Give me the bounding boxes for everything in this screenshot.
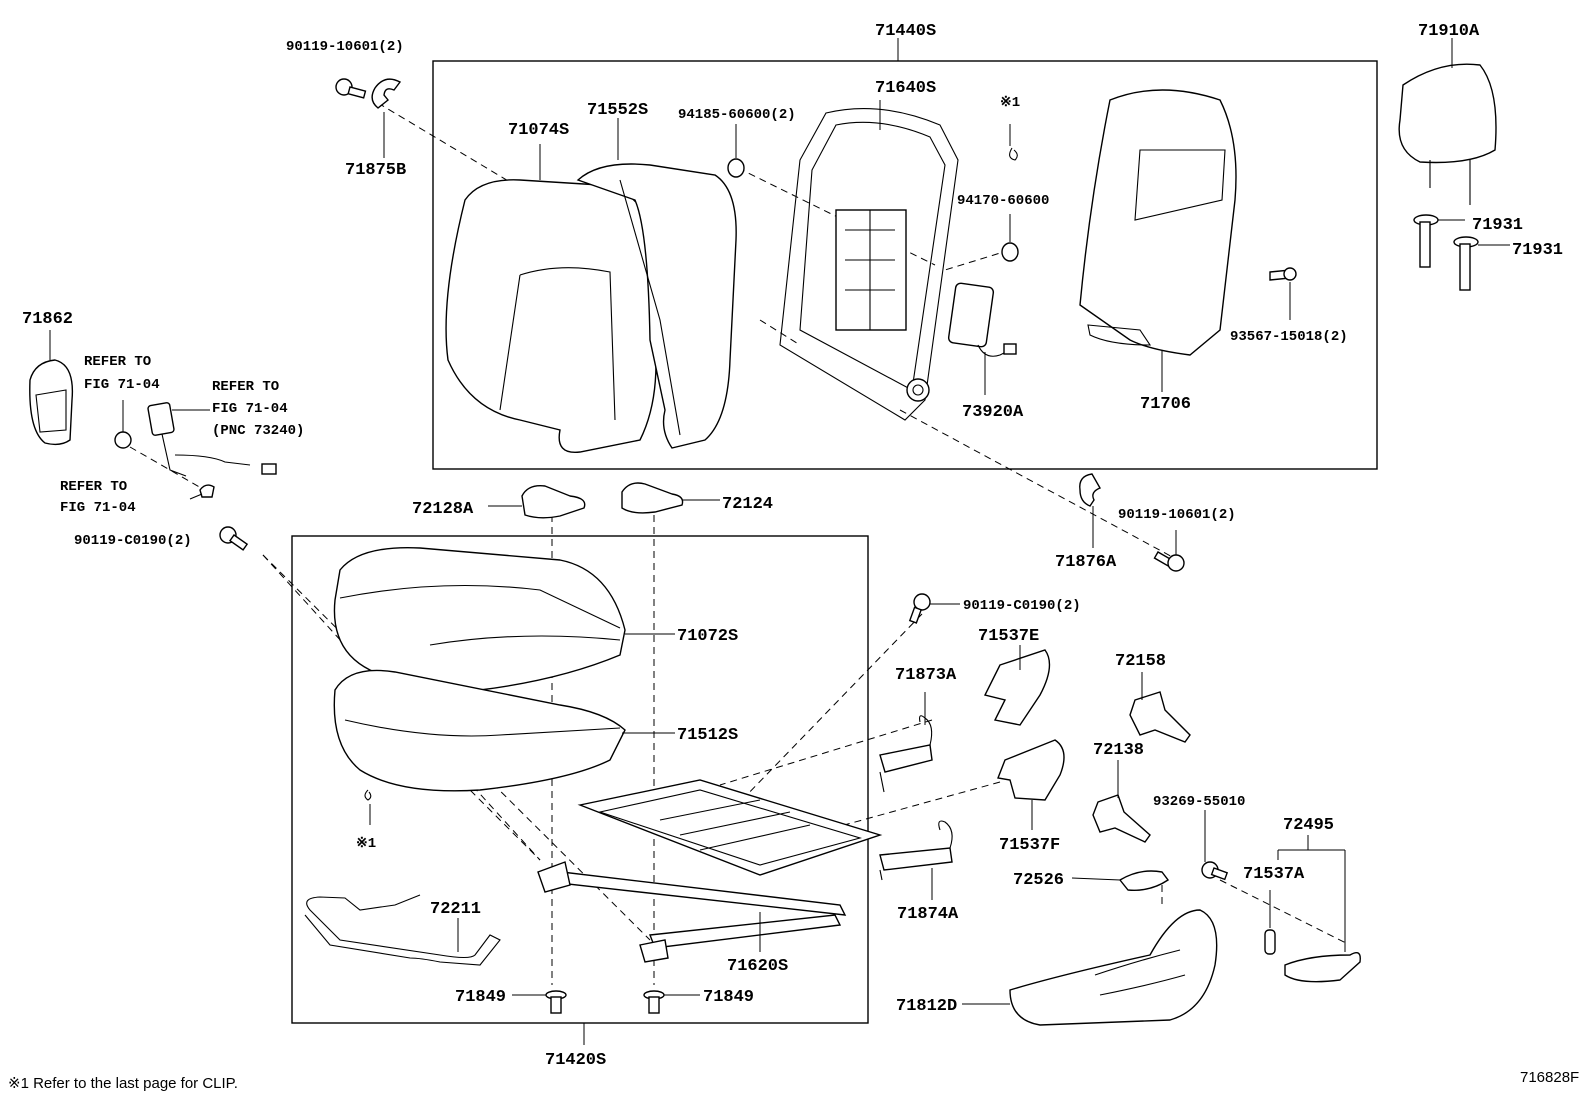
label-refer1-line2: FIG 71-04 (84, 377, 160, 393)
label-71931-b: 71931 (1512, 241, 1563, 260)
seat-cushion-pad-71512S[interactable] (333, 669, 626, 792)
label-90119-C0190-mid: 90119-C0190(2) (963, 598, 1081, 614)
bolt-71849-a[interactable] (545, 990, 567, 1014)
lever-72138[interactable] (1092, 794, 1151, 843)
label-71537A: 71537A (1243, 865, 1305, 884)
label-71537E: 71537E (978, 627, 1039, 646)
label-93269-55010: 93269-55010 (1153, 794, 1245, 810)
bolt-90119-C0190-left[interactable] (219, 526, 249, 551)
cushion-shield-71812D[interactable] (1009, 909, 1218, 1026)
label-71420S: 71420S (545, 1051, 606, 1070)
seatback-frame-71640S[interactable] (779, 108, 959, 421)
cover-72526[interactable] (1118, 870, 1170, 891)
label-71537F: 71537F (999, 836, 1060, 855)
shield-71537E[interactable] (983, 649, 1051, 726)
clip-icon-bottom (364, 789, 372, 801)
label-refer2-line1: REFER TO (212, 379, 279, 395)
label-71620S: 71620S (727, 957, 788, 976)
bracket-71873A[interactable] (879, 715, 933, 793)
figure-code: 716828F (1520, 1069, 1579, 1086)
label-clip-top: ※1 (1000, 95, 1020, 111)
shield-71537F[interactable] (997, 739, 1065, 801)
knob-72495[interactable] (1284, 952, 1361, 983)
cushion-group-frame (291, 535, 869, 1024)
module-73920A[interactable] (947, 282, 1017, 357)
label-71074S: 71074S (508, 121, 569, 140)
label-72211: 72211 (430, 900, 481, 919)
cover-71862[interactable] (29, 359, 74, 446)
label-71512S: 71512S (677, 726, 738, 745)
screw-93567-15018[interactable] (1269, 267, 1297, 281)
label-71876A: 71876A (1055, 553, 1117, 572)
label-refer2-line2: FIG 71-04 (212, 401, 288, 417)
label-71706: 71706 (1140, 395, 1191, 414)
bolt-90119-10601-top[interactable] (335, 78, 367, 99)
label-71849-a: 71849 (455, 988, 506, 1007)
headrest-support-71931-a[interactable] (1413, 214, 1439, 268)
clip-94185-60600[interactable] (727, 158, 745, 178)
label-72495: 72495 (1283, 816, 1334, 835)
label-94170-60600: 94170-60600 (957, 193, 1049, 209)
cover-71876A[interactable] (1079, 473, 1102, 507)
buckle-nut (114, 431, 132, 449)
label-71873A: 71873A (895, 666, 957, 685)
label-71931-a: 71931 (1472, 216, 1523, 235)
label-clip-bottom: ※1 (356, 836, 376, 852)
clip-icon-top (1009, 147, 1018, 161)
label-72526: 72526 (1013, 871, 1064, 890)
cover-72124[interactable] (621, 482, 684, 514)
label-90119-C0190-left: 90119-C0190(2) (74, 533, 192, 549)
wire-72211[interactable] (304, 894, 501, 966)
label-90119-10601-top: 90119-10601(2) (286, 39, 404, 55)
seatback-cover-71552S[interactable] (576, 163, 737, 449)
label-refer1-line1: REFER TO (84, 354, 151, 370)
label-71552S: 71552S (587, 101, 648, 120)
label-71875B: 71875B (345, 161, 406, 180)
label-71910A: 71910A (1418, 22, 1480, 41)
seatback-board-71706[interactable] (1079, 89, 1237, 356)
lever-72158[interactable] (1129, 691, 1191, 743)
headrest-support-71931-b[interactable] (1453, 236, 1479, 291)
label-72124: 72124 (722, 495, 773, 514)
footnote-clip: ※1 Refer to the last page for CLIP. (8, 1075, 238, 1092)
seat-cushion-cover-71072S[interactable] (333, 546, 626, 691)
bracket-71874A[interactable] (879, 820, 953, 881)
seatbelt-buckle (147, 402, 277, 477)
buckle-bracket (199, 484, 215, 498)
nut-94170-60600[interactable] (1001, 242, 1019, 262)
screw-93269-55010[interactable] (1201, 861, 1229, 881)
label-72128A: 72128A (412, 500, 474, 519)
cover-72128A[interactable] (521, 485, 586, 519)
part-labels: 90119-10601(2) 71875B 71440S 71640S 7155… (22, 22, 1563, 1070)
label-71812D: 71812D (896, 997, 957, 1016)
label-refer2-line3: (PNC 73240) (212, 423, 304, 439)
label-71440S: 71440S (875, 22, 936, 41)
leader-lines (49, 38, 1510, 1045)
headrest-71910A[interactable] (1398, 63, 1497, 205)
seatback-group-frame (432, 60, 1378, 470)
label-71640S: 71640S (875, 79, 936, 98)
clip-71537A[interactable] (1264, 929, 1276, 955)
bolt-90119-10601-right[interactable] (1153, 551, 1185, 572)
label-71862: 71862 (22, 310, 73, 329)
seat-adjuster-71620S[interactable] (537, 779, 883, 963)
label-refer3-line2: FIG 71-04 (60, 500, 136, 516)
label-72138: 72138 (1093, 741, 1144, 760)
label-93567-15018: 93567-15018(2) (1230, 329, 1348, 345)
label-refer3-line1: REFER TO (60, 479, 127, 495)
label-71849-b: 71849 (703, 988, 754, 1007)
bolt-71849-b[interactable] (643, 990, 665, 1014)
label-72158: 72158 (1115, 652, 1166, 671)
label-94185-60600: 94185-60600(2) (678, 107, 796, 123)
label-73920A: 73920A (962, 403, 1024, 422)
cover-71875B[interactable] (371, 78, 402, 109)
label-71072S: 71072S (677, 627, 738, 646)
label-71874A: 71874A (897, 905, 959, 924)
label-90119-10601-right: 90119-10601(2) (1118, 507, 1236, 523)
bolt-90119-C0190-mid[interactable] (908, 593, 931, 624)
seatback-cover-71074S[interactable] (445, 179, 657, 454)
